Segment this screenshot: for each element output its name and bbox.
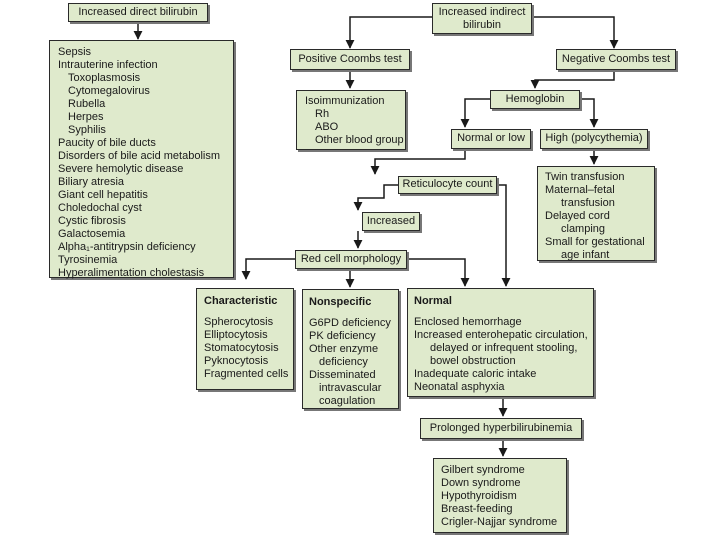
normal-or-low-title: Normal or low <box>457 132 525 144</box>
list-item: Hypothyroidism <box>441 490 517 502</box>
list-item: Pyknocytosis <box>204 355 269 367</box>
list-item: Hyperalimentation cholestasis <box>58 267 205 279</box>
arrow-negative-to-hemoglobin <box>530 70 615 89</box>
list-item: Galactosemia <box>58 228 126 240</box>
isoimmunization-item: Rh <box>315 108 330 120</box>
positive-coombs-title: Positive Coombs test <box>298 53 402 65</box>
list-item: deficiency <box>319 356 368 368</box>
reticulocyte-count-title: Reticulocyte count <box>402 178 493 190</box>
arrow-reticulocyte-to-increased <box>353 184 398 211</box>
list-item: transfusion <box>561 197 615 209</box>
list-item: Increased enterohepatic circulation, <box>414 329 588 341</box>
list-item: Disorders of bile acid metabolism <box>58 150 221 162</box>
arrow-normal-low-to-reticulocyte <box>370 149 466 175</box>
nonspecific-title: Nonspecific <box>309 296 372 308</box>
list-item: Syphilis <box>68 124 106 136</box>
isoimmunization-title: Isoimmunization <box>305 95 385 107</box>
indirect-bilirubin-title-line1: Increased indirect <box>438 6 526 18</box>
negative-coombs-box: Negative Coombs test <box>556 49 676 70</box>
list-item: Choledochal cyst <box>58 202 142 214</box>
list-item: Giant cell hepatitis <box>58 189 148 201</box>
list-item: bowel obstruction <box>430 355 516 367</box>
direct-bilirubin-box: Increased direct bilirubin <box>68 3 208 22</box>
list-item: coagulation <box>319 395 376 407</box>
high-polycythemia-box: High (polycythemia) <box>540 129 648 149</box>
indirect-bilirubin-title-line2: bilirubin <box>463 19 501 31</box>
arrow-morphology-to-direct-list <box>241 258 295 280</box>
list-item: Inadequate caloric intake <box>414 368 537 380</box>
hemoglobin-title: Hemoglobin <box>505 93 565 105</box>
red-cell-morphology-title: Red cell morphology <box>300 253 402 265</box>
list-item: intravascular <box>319 382 382 394</box>
list-item: Alpha₁-antitrypsin deficiency <box>58 241 196 253</box>
list-item: Stomatocytosis <box>204 342 279 354</box>
list-item: Severe hemolytic disease <box>58 163 184 175</box>
list-item: Maternal–fetal <box>545 184 615 196</box>
arrow-morphology-to-normal <box>407 258 470 287</box>
list-item: age infant <box>561 249 610 261</box>
negative-coombs-title: Negative Coombs test <box>561 53 671 65</box>
list-item: Paucity of bile ducts <box>58 137 156 149</box>
indirect-bilirubin-box: Increased indirect bilirubin <box>432 3 532 34</box>
red-cell-morphology-box: Red cell morphology <box>295 250 407 269</box>
increased-title: Increased <box>366 215 416 227</box>
list-item: Fragmented cells <box>204 368 289 380</box>
arrow-indirect-to-positive <box>345 16 432 49</box>
list-item: Biliary atresia <box>58 176 125 188</box>
list-item: clamping <box>561 223 606 235</box>
list-item: Cytomegalovirus <box>68 85 150 97</box>
isoimmunization-item: ABO <box>315 121 339 133</box>
list-item: Elliptocytosis <box>204 329 268 341</box>
arrow-indirect-to-negative <box>532 16 619 49</box>
list-item: Crigler-Najjar syndrome <box>441 516 558 528</box>
high-polycythemia-title: High (polycythemia) <box>545 132 643 144</box>
list-item: Neonatal asphyxia <box>414 381 505 393</box>
arrow-hemoglobin-to-normal-low <box>460 98 490 128</box>
list-item: Breast-feeding <box>441 503 513 515</box>
positive-coombs-box: Positive Coombs test <box>290 49 410 70</box>
list-item: delayed or infrequent stooling, <box>430 342 578 354</box>
list-item: Toxoplasmosis <box>68 72 141 84</box>
list-item: Sepsis <box>58 46 92 58</box>
prolonged-hyperbilirubinemia-title: Prolonged hyperbilirubinemia <box>429 422 573 434</box>
direct-bilirubin-title: Increased direct bilirubin <box>78 6 198 18</box>
prolonged-hyperbilirubinemia-box: Prolonged hyperbilirubinemia <box>420 418 582 439</box>
isoimmunization-box: Isoimmunization Rh ABO Other blood group <box>296 90 406 150</box>
list-item: Herpes <box>68 111 104 123</box>
list-item: Other enzyme <box>309 343 379 355</box>
characteristic-title: Characteristic <box>204 295 278 307</box>
normal-or-low-box: Normal or low <box>451 129 531 149</box>
list-item: Intrauterine infection <box>58 59 158 71</box>
list-item: Cystic fibrosis <box>58 215 126 227</box>
list-item: Rubella <box>68 98 106 110</box>
reticulocyte-count-box: Reticulocyte count <box>398 176 497 194</box>
list-item: PK deficiency <box>309 330 376 342</box>
list-item: G6PD deficiency <box>309 317 391 329</box>
list-item: Spherocytosis <box>204 316 274 328</box>
increased-box: Increased <box>362 212 420 231</box>
list-item: Twin transfusion <box>545 171 625 183</box>
isoimmunization-item: Other blood group <box>315 134 404 146</box>
list-item: Small for gestational <box>545 236 645 248</box>
arrow-hemoglobin-to-high <box>580 98 599 128</box>
list-item: Down syndrome <box>441 477 521 489</box>
hemoglobin-box: Hemoglobin <box>490 90 580 109</box>
list-item: Gilbert syndrome <box>441 464 525 476</box>
list-item: Delayed cord <box>545 210 610 222</box>
list-item: Disseminated <box>309 369 376 381</box>
normal-title: Normal <box>414 295 452 307</box>
arrow-reticulocyte-to-normal <box>497 184 511 287</box>
list-item: Enclosed hemorrhage <box>414 316 522 328</box>
list-item: Tyrosinemia <box>58 254 118 266</box>
